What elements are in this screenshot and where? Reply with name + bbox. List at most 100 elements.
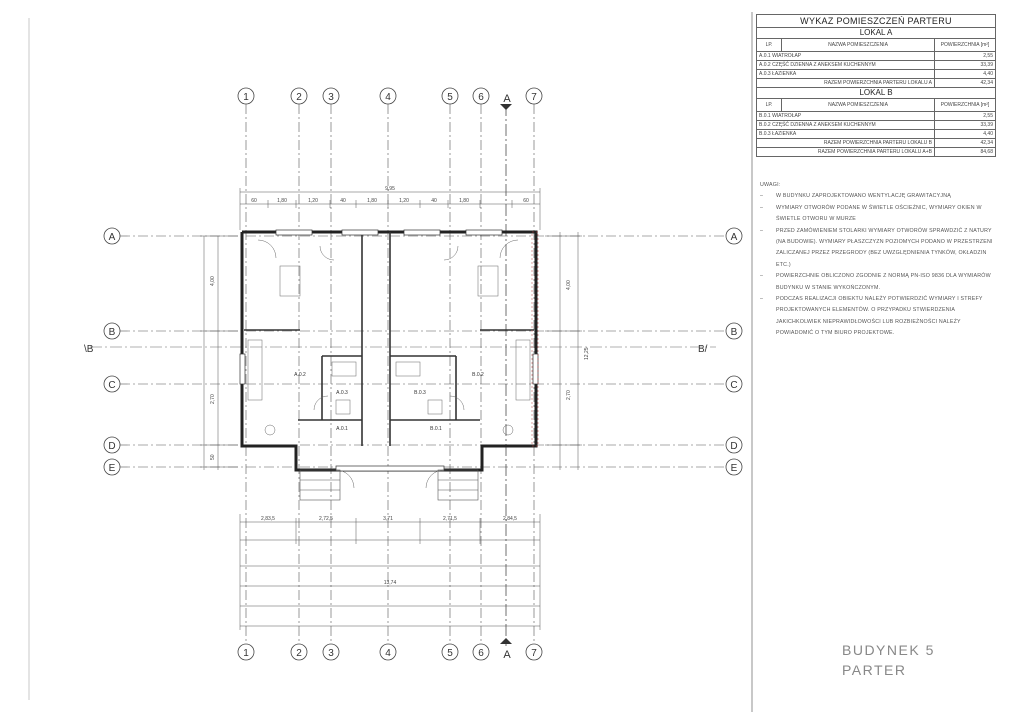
notes-block: UWAGI: W BUDYNKU ZAPROJEKTOWANO WENTYLAC… — [758, 180, 996, 340]
entry-steps — [299, 469, 479, 501]
rooms-table: WYKAZ POMIESZCZEŃ PARTERU LOKAL A LP. NA… — [756, 14, 996, 157]
room-label-a-0-1: A.0.1 — [336, 426, 348, 432]
dim-top-6: 1,20 — [399, 198, 409, 204]
dim-top-3: 1,20 — [308, 198, 318, 204]
lokal-a-header: LOKAL A — [756, 27, 996, 39]
axis-label-b-left: B — [109, 327, 116, 338]
axis-label-1-top: 1 — [243, 92, 249, 103]
table-row: B.0.2 CZĘŚĆ DZIENNA Z ANEKSEM KUCHENNYM … — [756, 120, 996, 130]
dim-left-1: 4,00 — [210, 276, 216, 286]
stamp-building: BUDYNEK 5 — [842, 642, 935, 658]
axis-label-e-right: E — [731, 463, 738, 474]
building-walls — [240, 230, 538, 472]
axis-label-2-top: 2 — [296, 92, 302, 103]
dim-top-8: 1,80 — [459, 198, 469, 204]
axis-bubbles-bottom — [237, 643, 543, 661]
dimension-lines-left — [200, 235, 238, 470]
door-swings — [257, 239, 519, 489]
axis-label-6-bottom: 6 — [478, 648, 484, 659]
note-item: W BUDYNKU ZAPROJEKTOWANO WENTYLACJĘ GRAW… — [758, 191, 996, 203]
axis-label-c-left: C — [108, 380, 115, 391]
dim-left-2: 2,70 — [210, 394, 216, 404]
dim-bottom-total: 13,74 — [384, 580, 397, 586]
sheet-stamp: BUDYNEK 5 PARTER — [842, 640, 935, 680]
dim-bottom-2: 2,72,5 — [319, 516, 333, 522]
dim-right-total: 12,25 — [584, 347, 590, 360]
col-area-b: POWIERZCHNIA [m²] — [934, 98, 996, 112]
col-area-a: POWIERZCHNIA [m²] — [934, 38, 996, 52]
dim-bottom-1: 2,83,5 — [261, 516, 275, 522]
table-row-grand-total: RAZEM POWIERZCHNIA PARTERU LOKALU A+B 84… — [756, 147, 996, 157]
rooms-table-title: WYKAZ POMIESZCZEŃ PARTERU — [756, 14, 996, 28]
axis-label-b-right: B — [731, 327, 738, 338]
table-row: B.0.1 WIATROŁAP 2,55 — [756, 111, 996, 121]
axis-label-5-bottom: 5 — [447, 648, 453, 659]
dim-top-1: 60 — [251, 198, 257, 204]
axis-bubbles-top — [237, 87, 543, 105]
axis-label-6-top: 6 — [478, 92, 484, 103]
notes-header: UWAGI: — [760, 182, 781, 188]
table-row: B.0.3 ŁAZIENKA 4,40 — [756, 129, 996, 139]
table-row-total: RAZEM POWIERZCHNIA PARTERU LOKALU A 42,3… — [756, 78, 996, 88]
dim-top-9: 60 — [523, 198, 529, 204]
dimension-lines-right — [545, 232, 582, 470]
axis-label-5-top: 5 — [447, 92, 453, 103]
floor-plan: 1 2 3 4 5 6 7 1 2 3 4 5 6 7 A B C D E A … — [84, 87, 743, 661]
dim-right-2: 2,70 — [566, 390, 572, 400]
windows — [239, 229, 539, 472]
axis-label-7-top: 7 — [531, 92, 537, 103]
axis-label-c-right: C — [730, 380, 737, 391]
dim-left-3: 50 — [210, 454, 216, 460]
section-marker-a-top: A — [503, 93, 511, 105]
section-arrow-a-bottom-icon — [500, 638, 512, 644]
axis-label-d-right: D — [730, 441, 737, 452]
section-marker-b-left: \B — [84, 344, 94, 355]
dim-top-4: 40 — [340, 198, 346, 204]
dim-top-5: 1,80 — [367, 198, 377, 204]
axis-label-e-left: E — [109, 463, 116, 474]
axis-bubbles-right — [725, 227, 743, 476]
note-item: WYMIARY OTWORÓW PODANE W ŚWIETLE OŚCIEŻN… — [758, 203, 996, 226]
col-name-a: NAZWA POMIESZCZENIA — [781, 38, 935, 52]
section-marker-b-right: B/ — [698, 344, 708, 355]
lokal-b-header: LOKAL B — [756, 87, 996, 99]
axis-label-a-left: A — [109, 232, 116, 243]
room-label-b-0-3: B.0.3 — [414, 390, 426, 396]
axis-label-4-top: 4 — [385, 92, 391, 103]
axis-label-a-right: A — [731, 232, 738, 243]
note-item: PODCZAS REALIZACJI OBIEKTU NALEŻY POTWIE… — [758, 294, 996, 340]
stamp-floor: PARTER — [842, 662, 907, 678]
note-item: PRZED ZAMÓWIENIEM STOLARKI WYMIARY OTWOR… — [758, 226, 996, 272]
fixtures — [247, 265, 531, 436]
section-arrow-a-top-icon — [500, 104, 512, 110]
axis-label-1-bottom: 1 — [243, 648, 249, 659]
dim-bottom-4: 2,71,5 — [443, 516, 457, 522]
col-lp-b: LP. — [756, 98, 782, 112]
grid-axes-horizontal — [120, 235, 726, 468]
axis-label-3-bottom: 3 — [328, 648, 334, 659]
dim-right-1: 4,00 — [566, 280, 572, 290]
axis-label-7-bottom: 7 — [531, 648, 537, 659]
axis-bubbles-left — [103, 227, 121, 476]
table-row-total: RAZEM POWIERZCHNIA PARTERU LOKALU B 42,3… — [756, 138, 996, 148]
dim-top-7: 40 — [431, 198, 437, 204]
party-wall-hatch — [531, 231, 539, 447]
dim-top-2: 1,80 — [277, 198, 287, 204]
dim-bottom-5: 2,84,5 — [503, 516, 517, 522]
col-lp-a: LP. — [756, 38, 782, 52]
room-label-b-0-1: B.0.1 — [430, 426, 442, 432]
dim-bottom-3: 3,71 — [383, 516, 393, 522]
axis-label-d-left: D — [108, 441, 115, 452]
col-name-b: NAZWA POMIESZCZENIA — [781, 98, 935, 112]
table-row: A.0.2 CZĘŚĆ DZIENNA Z ANEKSEM KUCHENNYM … — [756, 60, 996, 70]
room-label-b-0-2: B.0.2 — [472, 372, 484, 378]
room-label-a-0-3: A.0.3 — [336, 390, 348, 396]
axis-label-4-bottom: 4 — [385, 648, 391, 659]
axis-label-3-top: 3 — [328, 92, 334, 103]
dimension-lines-top — [239, 188, 541, 230]
note-item: POWIERZCHNIE OBLICZONO ZGODNIE Z NORMĄ P… — [758, 271, 996, 294]
dimension-lines-bottom — [239, 514, 541, 630]
table-row: A.0.3 ŁAZIENKA 4,40 — [756, 69, 996, 79]
axis-label-2-bottom: 2 — [296, 648, 302, 659]
table-row: A.0.1 WIATROŁAP 2,55 — [756, 51, 996, 61]
